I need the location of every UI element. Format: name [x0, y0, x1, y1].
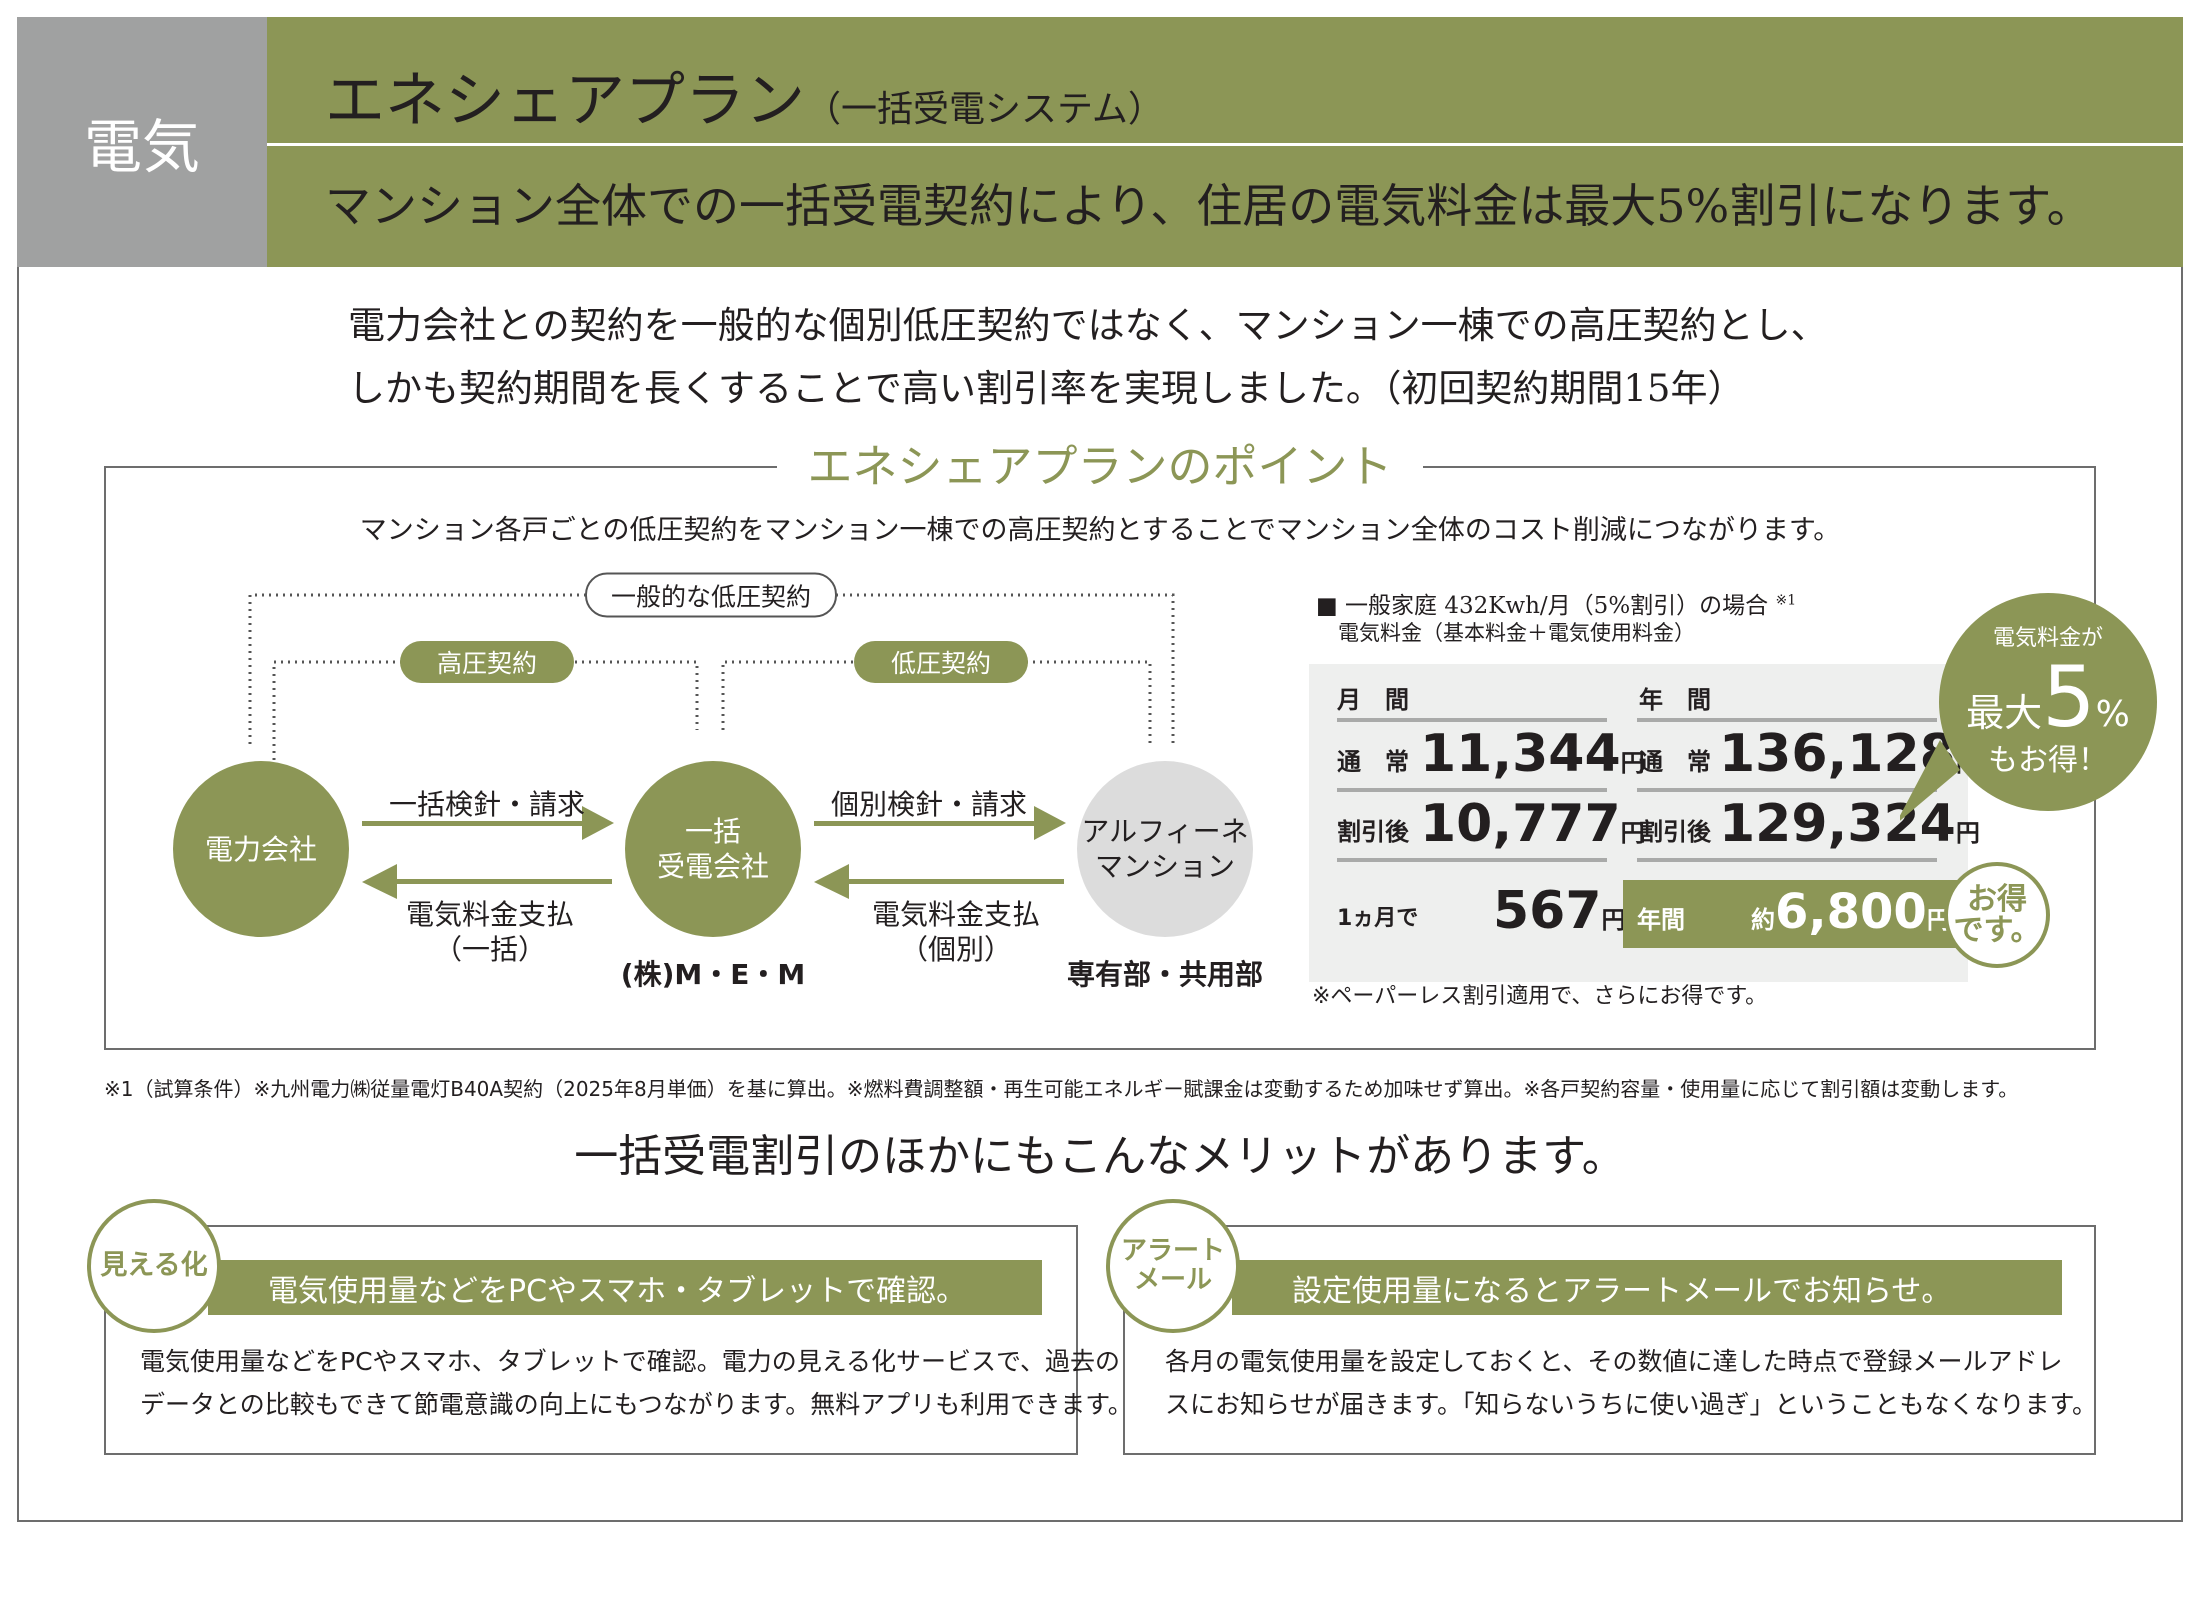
monthly-label: 月 間 — [1337, 686, 1409, 714]
monthly-normal-value: 11,344 — [1420, 724, 1621, 784]
merit-body-line-1: 各月の電気使用量を設定しておくと、その数値に達した時点で登録メールアドレ — [1165, 1347, 2063, 1376]
merit-body-line-2: データとの比較もできて節電意識の向上にもつながります。無料アプリも利用できます。 — [140, 1390, 1133, 1419]
paperless-note: ※ペーパーレス割引適用で、さらにお得です。 — [1312, 984, 1768, 1009]
title-main: エネシェアプラン — [325, 66, 805, 136]
sim-note-ref: ※1 — [1775, 592, 1797, 609]
annual-discount-label: 割引後 — [1639, 818, 1711, 846]
bubble-text-5: もお得！ — [1988, 742, 2108, 778]
max-discount-bubble: 電気料金が 最大5% もお得！ — [1939, 593, 2157, 811]
bubble-text-4: % — [2095, 694, 2130, 736]
merit-body-line-2: スにお知らせが届きます。「知らないうちに使い過ぎ」ということもなくなります。 — [1165, 1390, 2098, 1419]
badge-line-2: メール — [1133, 1265, 1212, 1295]
divider — [1637, 858, 1937, 862]
arrow1-right — [362, 821, 587, 826]
header-divider — [267, 143, 2183, 146]
annual-normal: 136,128円 — [1719, 728, 1980, 780]
merits-heading: 一括受電割引のほかにもこんなメリットがあります。 — [574, 1131, 1626, 1182]
merit-title-band: 設定使用量になるとアラートメールでお知らせ。 — [1232, 1260, 2062, 1315]
merit-title-band: 電気使用量などをPCやスマホ・タブレットで確認。 — [208, 1260, 1042, 1315]
monthly-normal-label: 通 常 — [1337, 748, 1409, 776]
sim-heading: ■ 一般家庭 432Kwh/月（5%割引）の場合 ※1 — [1316, 586, 1796, 620]
arrow1-left — [392, 879, 612, 884]
annual-saving-label: 年間 — [1637, 906, 1685, 934]
intro-line-1: 電力会社との契約を一般的な個別低圧契約ではなく、マンション一棟での高圧契約とし、 — [348, 304, 1828, 347]
annual-normal-value: 136,128 — [1719, 724, 1956, 784]
mansion-parts: 専有部・共用部 — [1066, 958, 1264, 991]
page-title: エネシェアプラン（一括受電システム） — [325, 52, 1164, 139]
yen: 円 — [1620, 819, 1645, 847]
bubble-tail — [1900, 740, 1960, 821]
low-voltage-pill: 低圧契約 — [854, 641, 1028, 683]
merit-badge-visualization: 見える化 — [87, 1199, 221, 1333]
per-month-saving-value: 567 — [1493, 881, 1602, 941]
bubble-text-3: 5 — [2042, 648, 2096, 747]
arrows — [362, 806, 1066, 899]
yen: 円 — [1620, 749, 1645, 777]
monthly-discount: 10,777円 — [1420, 798, 1645, 850]
arrow2-top-label: 個別検針・請求 — [830, 788, 1028, 821]
mansion-line-2: マンション — [1094, 850, 1235, 883]
merit-badge-alert-mail: アラートメール — [1106, 1199, 1240, 1333]
divider — [1637, 788, 1937, 792]
annual-label: 年 間 — [1639, 686, 1711, 714]
otoku-badge: お得です。 — [1944, 862, 2050, 968]
header-band — [267, 17, 2183, 267]
arrow1-top-label: 一括検針・請求 — [388, 788, 586, 821]
general-contract-pill: 一般的な低圧契約 — [585, 572, 837, 618]
badge-line-1: アラート — [1120, 1236, 1225, 1267]
per-month-label: 1ヵ月で — [1337, 906, 1419, 931]
tagline: マンション全体での一括受電契約により、住居の電気料金は最大5%割引になります。 — [325, 179, 2093, 233]
arrow2-left — [844, 879, 1064, 884]
per-month-saving: 567円 — [1493, 885, 1626, 937]
power-company-node: 電力会社 — [173, 761, 349, 937]
bulk-line-2: 受電会社 — [656, 850, 769, 883]
bulk-line-1: 一括 — [684, 815, 741, 848]
annual-saving-value: 6,800 — [1775, 884, 1927, 940]
bulk-company-node: 一括受電会社 — [625, 761, 801, 937]
divider — [1637, 718, 1937, 722]
sim-heading-text: ■ 一般家庭 432Kwh/月（5%割引）の場合 — [1316, 593, 1769, 619]
sim-heading2: 電気料金（基本料金＋電気使用料金） — [1338, 621, 1695, 645]
divider — [1337, 718, 1607, 722]
mansion-node: アルフィーネマンション — [1077, 761, 1253, 937]
arrow2-right — [814, 821, 1039, 826]
annual-saving-bar: 年間 約6,800円 — [1623, 880, 1964, 948]
high-voltage-pill: 高圧契約 — [400, 641, 574, 683]
approx: 約 — [1751, 906, 1775, 934]
annual-normal-label: 通 常 — [1639, 748, 1711, 776]
bubble-text-1: 電気料金が — [1992, 626, 2103, 652]
bubble-text-2: 最大 — [1966, 691, 2043, 736]
arrow2-bottom-label-1: 電気料金支払 — [871, 898, 1041, 931]
footnote: ※1（試算条件）※九州電力㈱従量電灯B40A契約（2025年8月単価）を基に算出… — [104, 1077, 2019, 1101]
title-sub: （一括受電システム） — [805, 89, 1164, 130]
otoku-text-1: お得 — [1967, 881, 2027, 917]
otoku-text-2: です。 — [1953, 913, 2041, 948]
bulk-company-name: (株)M・E・M — [620, 958, 806, 991]
monthly-discount-value: 10,777 — [1420, 794, 1621, 854]
monthly-normal: 11,344円 — [1420, 728, 1645, 780]
yen: 円 — [1601, 906, 1626, 934]
arrow2-bottom-label-2: （個別） — [899, 933, 1013, 966]
points-title-text: エネシェアプランのポイント — [777, 440, 1423, 493]
intro-line-2: しかも契約期間を長くすることで高い割引率を実現しました。（初回契約期間15年） — [348, 367, 1745, 410]
merit-body-line-1: 電気使用量などをPCやスマホ、タブレットで確認。電力の見える化サービスで、過去の — [140, 1347, 1121, 1376]
yen: 円 — [1955, 819, 1980, 847]
annual-saving: 約6,800円 — [1751, 888, 1951, 936]
mansion-line-1: アルフィーネ — [1081, 815, 1249, 848]
divider — [1337, 858, 1607, 862]
arrow1-bottom-label-1: 電気料金支払 — [405, 898, 575, 931]
divider — [1337, 788, 1607, 792]
points-title: エネシェアプランのポイント — [0, 430, 2200, 495]
points-description: マンション各戸ごとの低圧契約をマンション一棟での高圧契約とすることでマンション全… — [359, 515, 1841, 546]
monthly-discount-label: 割引後 — [1337, 818, 1409, 846]
arrow1-bottom-label-2: （一括） — [433, 933, 547, 966]
category-label: 電気 — [17, 17, 267, 267]
